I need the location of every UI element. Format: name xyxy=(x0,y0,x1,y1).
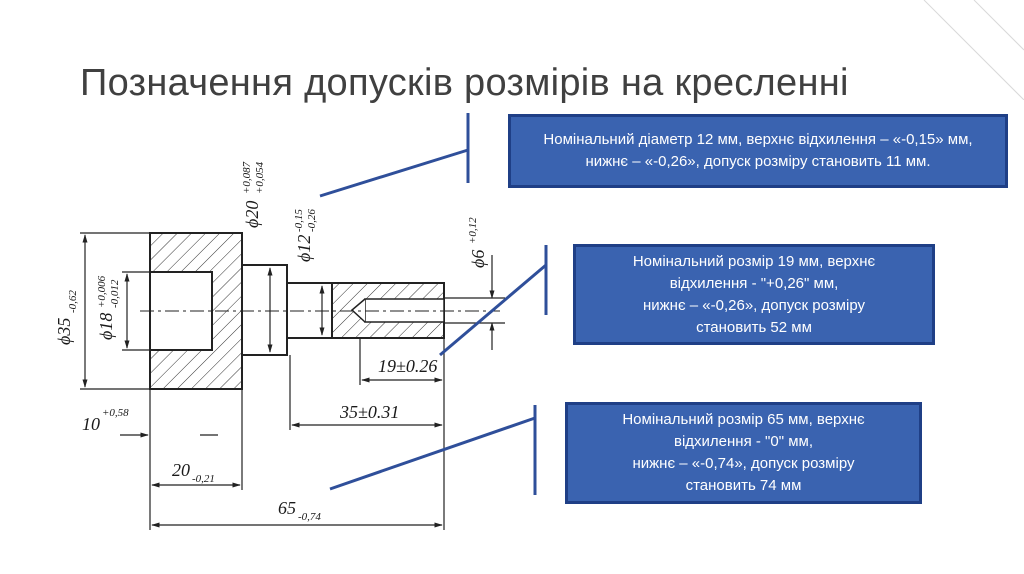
svg-text:+0,12: +0,12 xyxy=(467,217,479,244)
svg-text:ϕ12: ϕ12 xyxy=(294,235,314,262)
slide-title: Позначення допусків розмірів на кресленн… xyxy=(80,62,849,104)
svg-text:10: 10 xyxy=(82,414,100,434)
dim-l35: 35±0.31 xyxy=(339,402,399,422)
callout-length-65: Номінальний розмір 65 мм, верхнє відхиле… xyxy=(565,402,922,504)
svg-text:+0,006: +0,006 xyxy=(96,275,108,308)
svg-text:ϕ35: ϕ35 xyxy=(54,318,74,345)
dim-l19: 19±0.26 xyxy=(378,356,437,376)
svg-text:+0,087: +0,087 xyxy=(241,161,253,194)
dim-d18: ϕ18 +0,006 -0,012 xyxy=(96,275,121,340)
dim-l20: 20 -0,21 xyxy=(172,460,215,485)
svg-text:ϕ6: ϕ6 xyxy=(468,250,488,268)
svg-text:ϕ20: ϕ20 xyxy=(242,201,262,228)
dim-l65: 65 -0,74 xyxy=(278,498,321,523)
dim-d35: ϕ35 -0,62 xyxy=(54,290,79,345)
callout-pointers xyxy=(319,113,548,495)
callout-length-19: Номінальний розмір 19 мм, верхнє відхиле… xyxy=(573,244,935,345)
dim-d12: ϕ12 -0,15 -0,26 xyxy=(293,209,318,262)
svg-text:ϕ18: ϕ18 xyxy=(96,313,116,340)
part-step-20 xyxy=(241,264,288,356)
dim-l10: 10 +0,58 xyxy=(82,407,129,434)
svg-text:20: 20 xyxy=(172,460,190,480)
svg-text:-0,15: -0,15 xyxy=(293,209,305,232)
svg-text:-0,74: -0,74 xyxy=(298,511,321,523)
dimension-lines xyxy=(80,232,505,530)
dim-d20: ϕ20 +0,087 +0,054 xyxy=(241,161,266,228)
dim-d6: ϕ6 +0,12 xyxy=(467,217,488,268)
callout-text-2: Номінальний розмір 19 мм, верхнє відхиле… xyxy=(632,252,876,336)
corner-decoration xyxy=(923,0,1024,100)
svg-text:-0,012: -0,012 xyxy=(109,279,121,308)
svg-text:-0,21: -0,21 xyxy=(192,473,215,485)
callout-text-3: Номінальний розмір 65 мм, верхнє відхиле… xyxy=(622,411,865,494)
svg-text:+0,054: +0,054 xyxy=(254,161,266,194)
svg-text:65: 65 xyxy=(278,498,296,518)
svg-text:+0,58: +0,58 xyxy=(102,407,129,419)
svg-text:-0,26: -0,26 xyxy=(306,209,318,232)
svg-text:-0,62: -0,62 xyxy=(67,290,79,313)
callout-diameter-12: Номінальний діаметр 12 мм, верхнє відхил… xyxy=(508,114,1008,188)
callout-text-1: Номінальний діаметр 12 мм, верхнє відхил… xyxy=(543,131,973,170)
